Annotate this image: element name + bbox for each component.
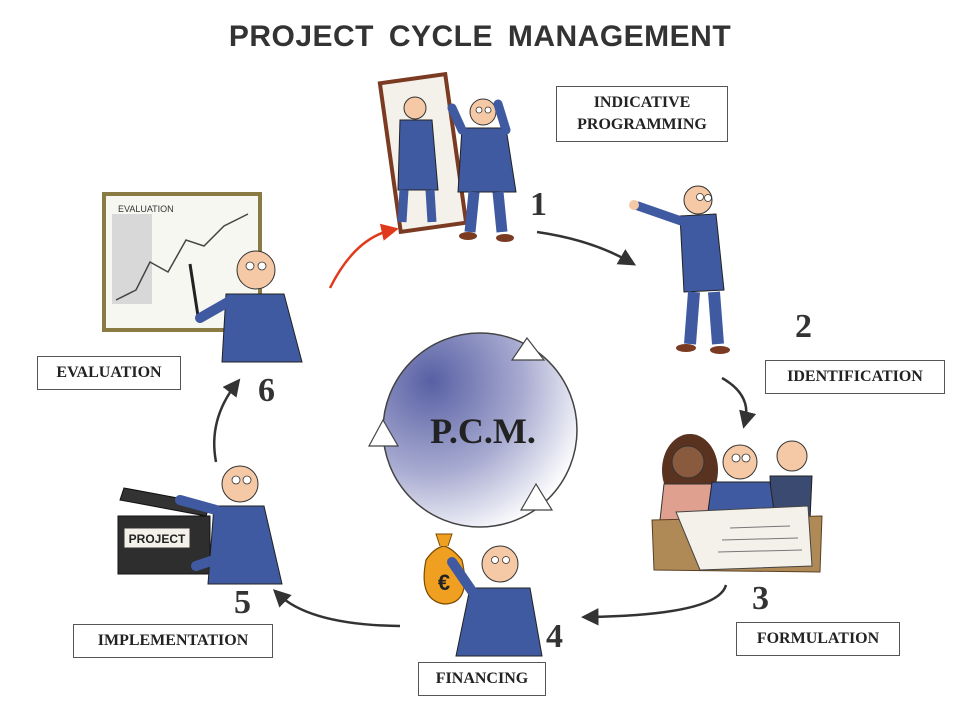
stage-number-5: 5	[234, 584, 251, 621]
stage-number-6: 6	[258, 372, 275, 409]
money-bag-euro: €	[438, 570, 450, 595]
figure-financing: €	[423, 533, 543, 657]
pcm-center-label: P.C.M.	[430, 411, 536, 451]
stage-number-4: 4	[546, 618, 563, 655]
figure-evaluation: EVALUATION	[102, 192, 303, 363]
stage-label-evaluation: EVALUATION	[37, 356, 181, 390]
stage-label-identification: IDENTIFICATION	[765, 360, 945, 394]
cycle-triangle-top	[510, 336, 546, 361]
arrow-4-to-5	[272, 589, 401, 628]
figure-formulation-team	[651, 434, 823, 573]
stage-label-implementation: IMPLEMENTATION	[73, 624, 273, 658]
cycle-triangle-bottom	[519, 482, 554, 511]
project-box-label: PROJECT	[129, 532, 186, 546]
stage-number-1: 1	[530, 186, 547, 223]
arrow-1-to-2	[536, 230, 637, 266]
stage-label-financing: FINANCING	[418, 662, 546, 696]
cycle-triangle-left	[367, 418, 400, 447]
evaluation-board-label: EVALUATION	[118, 204, 174, 214]
arrow-6-to-1	[328, 223, 399, 289]
stage-label-formulation: FORMULATION	[736, 622, 900, 656]
arrow-5-to-6	[212, 378, 241, 463]
figure-implementation: PROJECT	[117, 465, 283, 585]
stage-label-indicative-programming: INDICATIVE PROGRAMMING	[556, 86, 728, 142]
stage-number-2: 2	[795, 308, 812, 345]
arrow-3-to-4	[581, 584, 728, 626]
page-title: PROJECT CYCLE MANAGEMENT	[228, 20, 732, 53]
figure-pointing	[629, 185, 730, 354]
arrow-2-to-3	[721, 376, 757, 429]
stage-number-3: 3	[752, 580, 769, 617]
figure-mirror	[377, 71, 517, 242]
